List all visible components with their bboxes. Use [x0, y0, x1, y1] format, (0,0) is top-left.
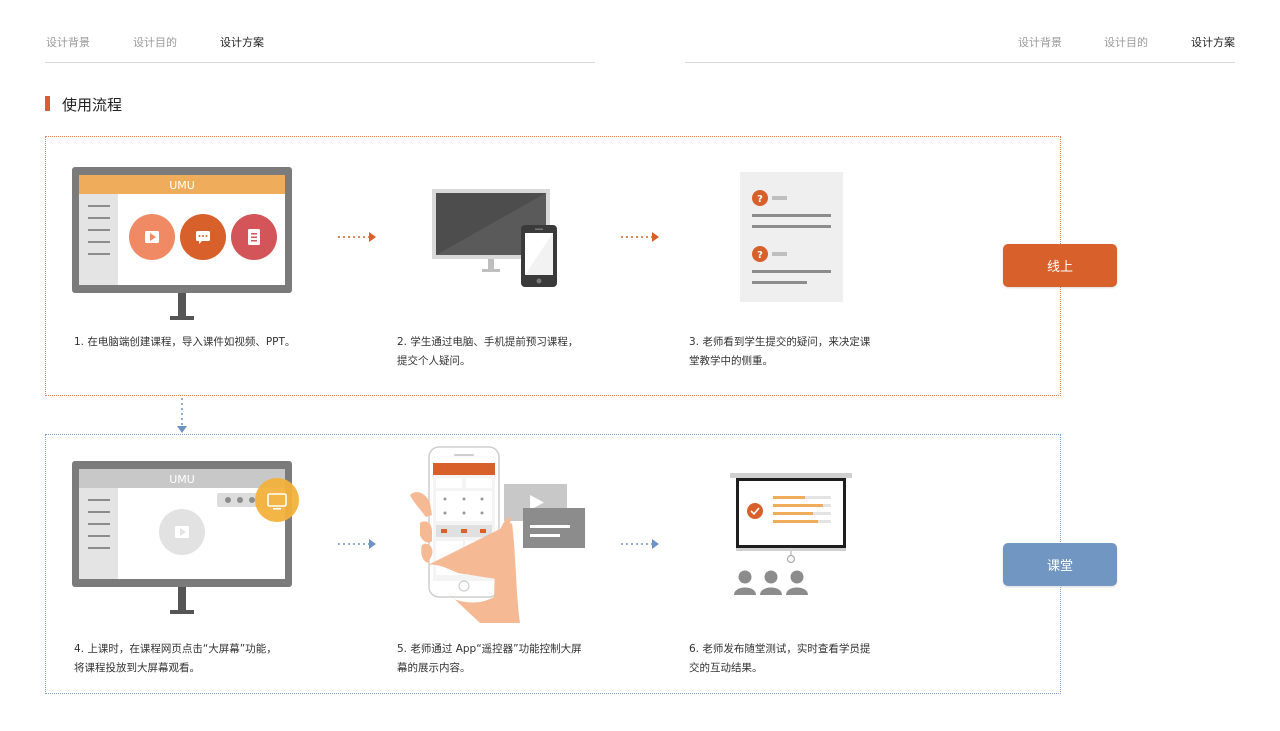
step-4-caption: 4. 上课时，在课程网页点击“大屏幕”功能，将课程投放到大屏幕观看。: [74, 643, 277, 674]
step-2-caption: 2. 学生通过电脑、手机提前预习课程，提交个人疑问。: [397, 336, 579, 367]
desktop-phone-illustration: [432, 189, 557, 287]
flow-arrow: [621, 232, 659, 242]
step-5-caption: 5. 老师通过 App“遥控器”功能控制大屏幕的展示内容。: [397, 643, 582, 674]
tab-purpose[interactable]: 设计目的: [133, 36, 177, 49]
tab-solution[interactable]: 设计方案: [220, 36, 264, 49]
section-marker: [45, 96, 50, 111]
tab-background[interactable]: 设计背景: [1018, 36, 1062, 49]
tab-background[interactable]: 设计背景: [46, 36, 90, 49]
step-6-caption: 6. 老师发布随堂测试，实时查看学员提交的互动结果。: [689, 643, 871, 674]
umu-label: UMU: [169, 179, 195, 192]
step-1-caption: 1. 在电脑端创建课程，导入课件如视频、PPT。: [74, 336, 296, 348]
connector-arrow-down: [177, 398, 187, 433]
svg-text:?: ?: [757, 250, 763, 261]
flow-arrow: [338, 539, 376, 549]
monitor-bigscreen-illustration: UMU: [72, 461, 299, 614]
question-document-illustration: ? ?: [740, 172, 843, 302]
tab-purpose[interactable]: 设计目的: [1104, 36, 1148, 49]
flow-arrow: [338, 232, 376, 242]
svg-text:?: ?: [757, 194, 763, 205]
phone-remote-illustration: [410, 446, 585, 623]
online-tag[interactable]: 线上: [1003, 244, 1117, 287]
umu-label: UMU: [169, 473, 195, 486]
nav-left: 设计背景 设计目的 设计方案: [45, 34, 595, 63]
classroom-tag[interactable]: 课堂: [1003, 543, 1117, 586]
step-3-caption: 3. 老师看到学生提交的疑问，来决定课堂教学中的侧重。: [689, 336, 871, 367]
flow-arrow: [621, 539, 659, 549]
section-title: 使用流程: [62, 96, 123, 114]
tab-solution[interactable]: 设计方案: [1191, 36, 1235, 49]
projector-audience-illustration: [730, 473, 852, 595]
monitor-umu-illustration: UMU: [72, 167, 292, 320]
nav-right: 设计背景 设计目的 设计方案: [685, 34, 1235, 63]
